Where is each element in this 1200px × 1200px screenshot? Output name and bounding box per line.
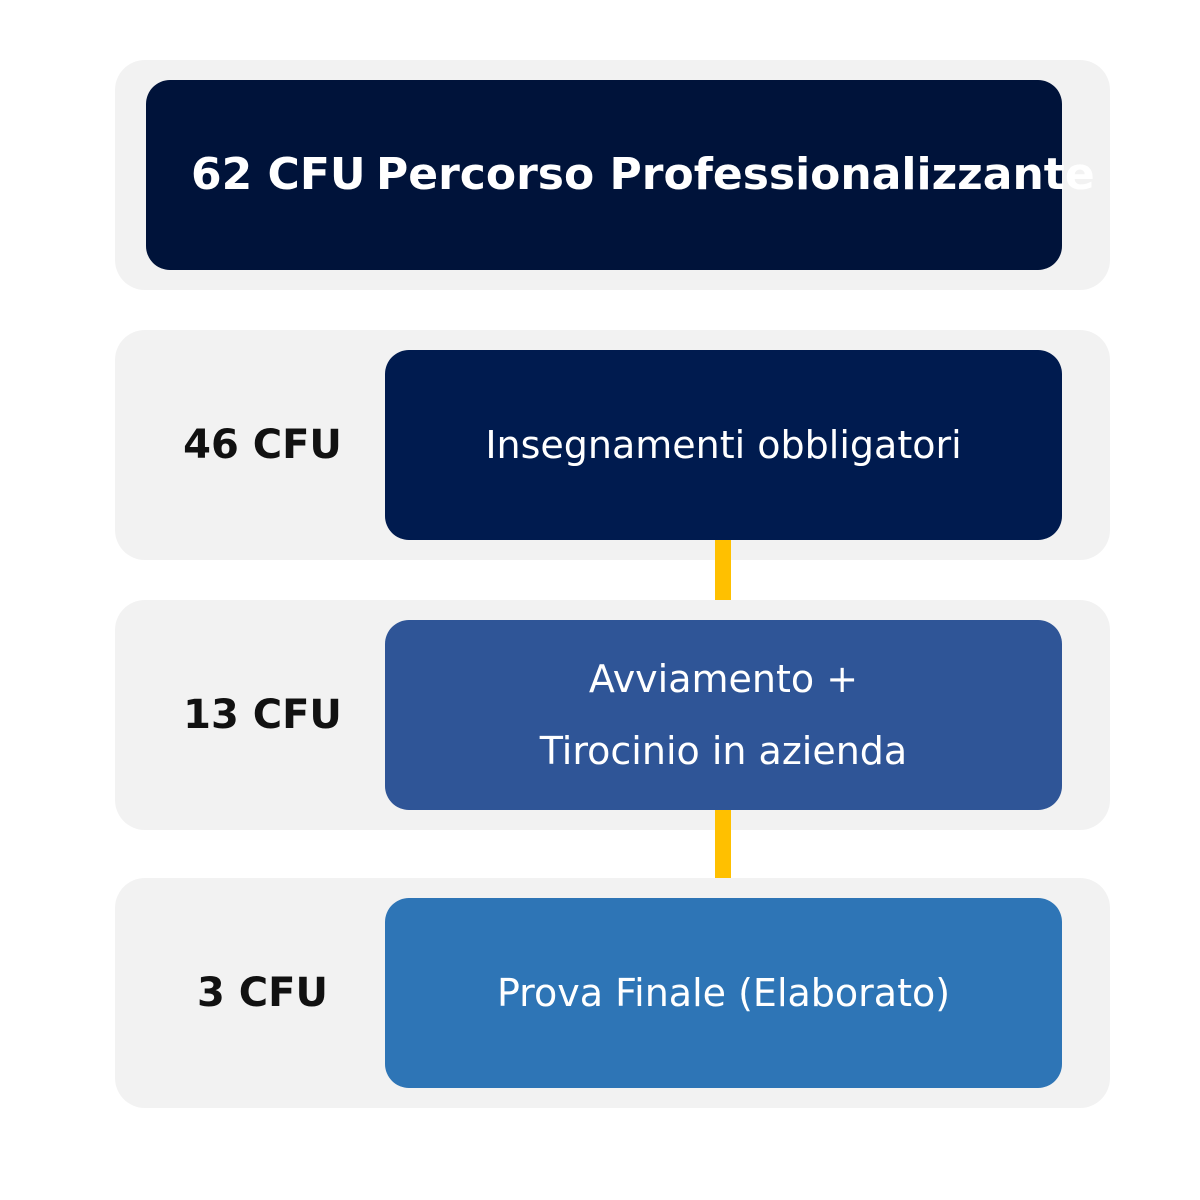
mandatory-courses-box: Insegnamenti obbligatori <box>385 350 1062 540</box>
mandatory-courses-title: Insegnamenti obbligatori <box>485 422 962 467</box>
internship-box: Avviamento + Tirocinio in azienda <box>385 620 1062 810</box>
final-exam-cfu-label: 3 CFU <box>197 970 328 1016</box>
total-cfu-label: 62 CFU <box>191 149 366 201</box>
connector-line <box>715 810 731 896</box>
total-path-box: 62 CFU Percorso Professionalizzante <box>146 80 1095 270</box>
connector-line <box>715 540 731 618</box>
internship-title-line1: Avviamento + <box>588 656 859 701</box>
internship-title-line2: Tirocinio in azienda <box>539 729 908 773</box>
courses-cfu-label: 46 CFU <box>183 422 342 468</box>
internship-cfu-label: 13 CFU <box>183 692 342 738</box>
final-exam-title: Prova Finale (Elaborato) <box>496 970 951 1015</box>
total-path-title: Percorso Professionalizzante <box>376 149 1095 201</box>
final-exam-box: Prova Finale (Elaborato) <box>385 898 1062 1088</box>
